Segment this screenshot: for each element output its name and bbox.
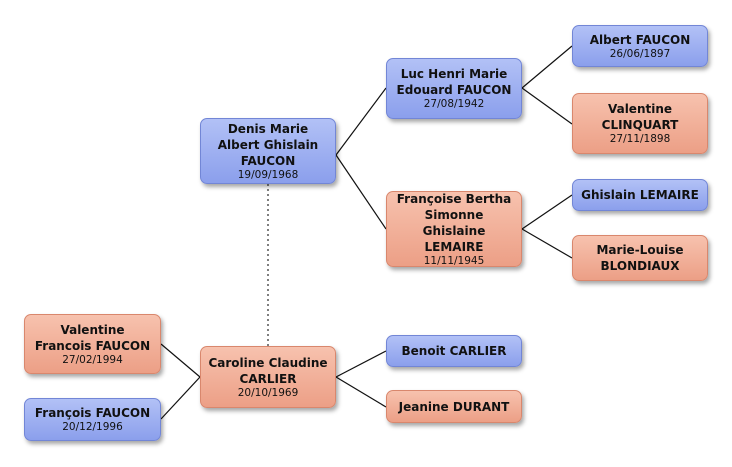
connector-luc-valentine	[521, 87, 573, 125]
person-name: Valentine Francois FAUCON	[34, 322, 151, 353]
connector-denis-francoise	[335, 154, 387, 230]
connector-denis-luc	[335, 87, 387, 156]
person-node-valentine-clinquart[interactable]: Valentine CLINQUART 27/11/1898	[572, 93, 708, 154]
person-birth-date: 20/12/1996	[62, 421, 123, 433]
person-node-francoise[interactable]: Françoise Bertha Simonne Ghislaine LEMAI…	[386, 191, 522, 267]
person-birth-date: 19/09/1968	[237, 168, 299, 181]
connector-luc-albert	[521, 45, 573, 89]
person-node-albert[interactable]: Albert FAUCON 26/06/1897	[572, 25, 708, 67]
person-birth-date: 27/11/1898	[609, 133, 671, 145]
connector-valentinef-caroline	[160, 343, 201, 378]
person-name: Denis Marie Albert Ghislain FAUCON	[217, 121, 319, 168]
person-name: Ghislain LEMAIRE	[581, 188, 699, 202]
person-name: Marie-Louise BLONDIAUX	[596, 243, 684, 273]
person-node-valentine-francois[interactable]: Valentine Francois FAUCON 27/02/1994	[24, 314, 161, 374]
person-node-jeanine[interactable]: Jeanine DURANT	[386, 390, 522, 423]
person-name: Luc Henri Marie Edouard FAUCON	[396, 67, 512, 97]
person-name: Valentine CLINQUART	[601, 102, 679, 132]
person-name: Benoit CARLIER	[401, 344, 507, 358]
person-name: Albert FAUCON	[589, 32, 691, 47]
person-node-denis[interactable]: Denis Marie Albert Ghislain FAUCON 19/09…	[200, 118, 336, 184]
person-name: Jeanine DURANT	[398, 399, 510, 414]
person-birth-date: 27/08/1942	[423, 98, 485, 110]
person-node-luc[interactable]: Luc Henri Marie Edouard FAUCON 27/08/194…	[386, 58, 522, 119]
person-node-ghislain[interactable]: Ghislain LEMAIRE	[572, 179, 708, 211]
connector-caroline-jeanine	[335, 376, 387, 408]
connector-caroline-benoit	[335, 350, 387, 378]
person-birth-date: 26/06/1897	[609, 47, 671, 60]
person-birth-date: 27/02/1994	[62, 353, 123, 366]
person-birth-date: 11/11/1945	[423, 254, 485, 267]
person-birth-date: 20/10/1969	[237, 386, 299, 399]
connector-francois-caroline	[160, 376, 201, 420]
connector-francoise-ghislain	[521, 194, 573, 230]
person-node-benoit[interactable]: Benoit CARLIER	[386, 335, 522, 367]
person-node-francois[interactable]: François FAUCON 20/12/1996	[24, 398, 161, 441]
person-node-marie-louise[interactable]: Marie-Louise BLONDIAUX	[572, 235, 708, 281]
person-name: Caroline Claudine CARLIER	[208, 355, 328, 386]
connector-francoise-marielouise	[521, 228, 573, 259]
person-name: François FAUCON	[34, 406, 151, 420]
person-name: Françoise Bertha Simonne Ghislaine LEMAI…	[396, 191, 512, 254]
person-node-caroline[interactable]: Caroline Claudine CARLIER 20/10/1969	[200, 346, 336, 408]
